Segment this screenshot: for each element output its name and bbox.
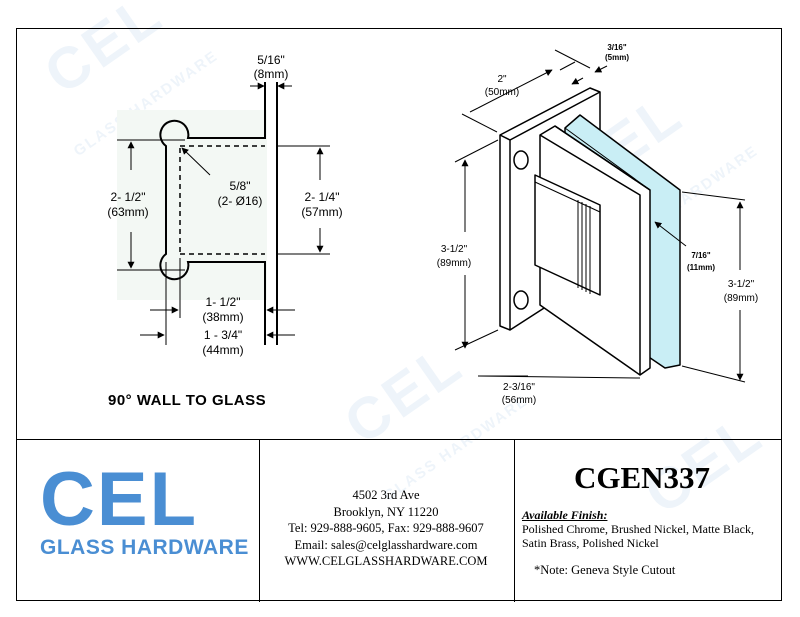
drawing-title: 90° WALL TO GLASS: [108, 392, 267, 409]
finish-list-line1: Polished Chrome, Brushed Nickel, Matte B…: [522, 522, 754, 536]
address-city: Brooklyn, NY 11220: [333, 504, 439, 519]
dim-gap-mm: (11mm): [687, 263, 715, 272]
logo-subtitle: GLASS HARDWARE: [40, 536, 249, 559]
dim-depth: 2-3/16": [503, 382, 535, 393]
dim-glass-thick: 3/16": [607, 43, 627, 52]
dim-height-left-mm: (89mm): [437, 258, 471, 269]
cutout-drawing: [117, 82, 278, 345]
finish-list-line2: Satin Brass, Polished Nickel: [522, 536, 659, 550]
product-note: *Note: Geneva Style Cutout: [534, 563, 676, 577]
dim-thickness: 5/16": [257, 53, 285, 67]
finish-info: Available Finish: Polished Chrome, Brush…: [522, 508, 777, 550]
cutout-dimension-labels: 5/16" (8mm) 2- 1/2" (63mm) 5/8" (2- Ø16)…: [107, 53, 342, 357]
dim-width: 2": [497, 74, 507, 85]
column-divider: [514, 439, 515, 602]
email: Email: sales@celglasshardware.com: [294, 537, 478, 552]
hinge-drawing: [499, 87, 681, 376]
dim-depth-a: 1- 1/2": [206, 295, 241, 309]
dim-depth-b-mm: (44mm): [202, 343, 243, 357]
column-divider: [259, 439, 260, 602]
dim-glass-thick-mm: (5mm): [605, 53, 629, 62]
website: WWW.CELGLASSHARDWARE.COM: [284, 554, 488, 568]
hinge-dimensions: [454, 49, 746, 383]
dim-hole-count: (2- Ø16): [218, 194, 263, 208]
dim-thickness-mm: (8mm): [254, 67, 289, 81]
dim-height-right: 3-1/2": [728, 279, 755, 290]
dim-height-outer-mm: (63mm): [107, 205, 148, 219]
logo-brand: CEL: [40, 457, 198, 542]
dim-width-mm: (50mm): [485, 87, 519, 98]
dim-height-left: 3-1/2": [441, 244, 468, 255]
hinge-dimension-labels: 3/16" (5mm) 2" (50mm) 3-1/2" (89mm) 7/16…: [437, 43, 758, 406]
finish-heading: Available Finish:: [522, 508, 608, 522]
dim-height-inner-mm: (57mm): [301, 205, 342, 219]
product-code: CGEN337: [573, 460, 711, 495]
section-divider: [17, 439, 781, 440]
address-street: 4502 3rd Ave: [352, 488, 420, 502]
dim-depth-a-mm: (38mm): [202, 310, 243, 324]
company-logo: CEL GLASS HARDWARE: [40, 457, 260, 560]
dim-height-inner: 2- 1/4": [305, 190, 340, 204]
dim-gap: 7/16": [691, 251, 711, 260]
dim-hole: 5/8": [230, 179, 251, 193]
contact-info: 4502 3rd Ave Brooklyn, NY 11220 Tel: 929…: [264, 487, 508, 570]
phone-fax: Tel: 929-888-9605, Fax: 929-888-9607: [288, 521, 484, 535]
dim-depth-b: 1 - 3/4": [204, 328, 242, 342]
dim-height-right-mm: (89mm): [724, 293, 758, 304]
cutout-dimensions: [117, 82, 330, 345]
dim-height-outer: 2- 1/2": [111, 190, 146, 204]
drawing-sheet: [16, 28, 782, 602]
dim-depth-mm: (56mm): [502, 395, 536, 406]
